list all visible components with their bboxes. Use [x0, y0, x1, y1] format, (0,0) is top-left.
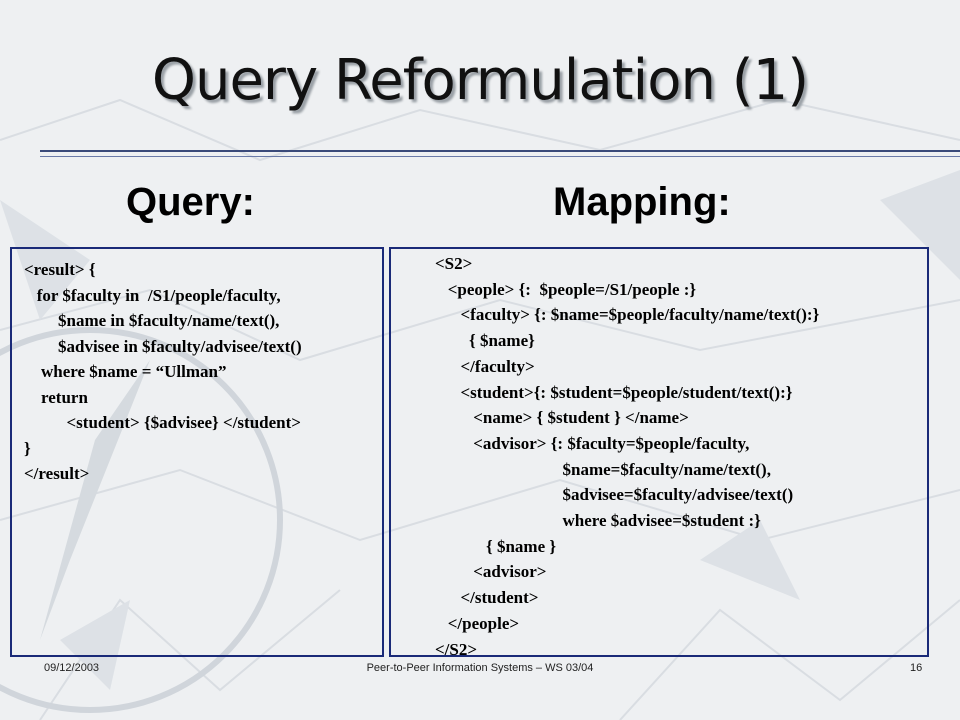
mapping-heading: Mapping: [553, 180, 731, 224]
footer-page-number: 16 [910, 662, 923, 674]
query-line: return [24, 387, 88, 407]
mapping-line: $advisee=$faculty/advisee/text() [435, 485, 794, 505]
mapping-line: { $name} [435, 331, 535, 351]
query-line: <result> { [24, 260, 96, 279]
mapping-line: <advisor> {: $faculty=$people/faculty, [435, 433, 750, 453]
query-line: $advisee in $faculty/advisee/text() [24, 336, 302, 356]
mapping-line: <people> {: $people=/S1/people :} [435, 279, 697, 299]
mapping-line: { $name } [435, 536, 557, 556]
query-line: <student> {$advisee} </student> [24, 413, 301, 432]
slide-title: Query Reformulation (1) [151, 48, 809, 113]
query-line: </result> [24, 464, 90, 483]
query-line: where $name = “Ullman” [24, 362, 227, 381]
title-underline [40, 150, 960, 157]
mapping-line: <student>{: $student=$people/student/tex… [435, 382, 793, 402]
mapping-line: where $advisee=$student :} [435, 511, 761, 531]
mapping-line: </people> [435, 613, 520, 633]
footer-date: 09/12/2003 [44, 662, 100, 674]
mapping-line: </student> [435, 588, 539, 608]
mapping-line: $name=$faculty/name/text(), [435, 459, 771, 479]
query-heading: Query: [126, 180, 255, 224]
query-line: $name in $faculty/name/text(), [24, 311, 280, 330]
mapping-line: </S2> [435, 639, 478, 659]
query-line: for $faculty in /S1/people/faculty, [24, 285, 281, 305]
mapping-line: <S2> [435, 254, 473, 273]
mapping-line: </faculty> [435, 356, 535, 376]
mapping-line: <name> { $student } </name> [435, 408, 689, 428]
mapping-line: <faculty> {: $name=$people/faculty/name/… [435, 305, 820, 325]
mapping-line: <advisor> [435, 562, 547, 582]
mapping-code-box: <S2> <people> {: $people=/S1/people :} <… [389, 247, 929, 659]
query-line: } [24, 438, 31, 458]
query-code-box: <result> { for $faculty in /S1/people/fa… [10, 247, 384, 657]
footer-course-title: Peer-to-Peer Information Systems – WS 03… [366, 662, 594, 674]
